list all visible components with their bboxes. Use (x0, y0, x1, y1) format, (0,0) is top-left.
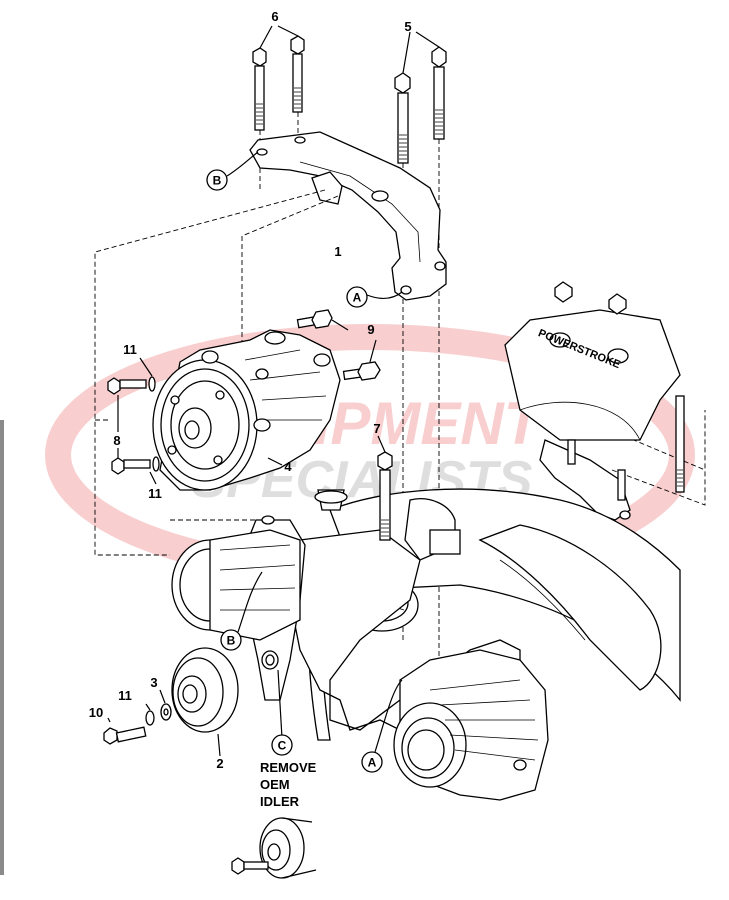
callout-a-top: A (346, 286, 403, 308)
spacer-washer-bolt (103, 689, 172, 745)
alternator (393, 649, 549, 801)
left-edge-bar (0, 420, 4, 875)
label-5: 5 (404, 19, 411, 34)
bolts-9 (296, 309, 381, 381)
note-line-2: OEM (260, 777, 290, 792)
part-number-labels: 6 5 1 9 11 8 7 4 11 3 11 10 2 (89, 9, 412, 771)
remove-oem-idler-note: REMOVE OEM IDLER (260, 760, 317, 809)
callout-b-bottom: B (220, 571, 263, 651)
label-10: 10 (89, 705, 103, 720)
oem-idler-removed (231, 817, 317, 879)
label-11-mid: 11 (148, 486, 162, 501)
label-3: 3 (150, 675, 157, 690)
label-6: 6 (271, 9, 278, 24)
idler-pulley-2 (171, 647, 239, 757)
label-4: 4 (284, 459, 292, 474)
svg-text:A: A (353, 291, 362, 305)
note-line-3: IDLER (260, 794, 300, 809)
bolt-pair-6 (252, 25, 305, 152)
ac-compressor-4 (152, 329, 341, 491)
mounting-bracket-1 (249, 131, 447, 301)
callout-a-bottom: A (361, 679, 403, 773)
label-11-lower: 11 (118, 688, 132, 703)
engine-cover: POWERSTROKE (504, 281, 685, 521)
label-7: 7 (373, 421, 380, 436)
bolt-7 (377, 435, 393, 541)
note-line-1: REMOVE (260, 760, 317, 775)
label-11-upper: 11 (123, 342, 137, 357)
label-1: 1 (334, 244, 341, 259)
svg-text:B: B (227, 634, 236, 648)
label-8: 8 (113, 433, 120, 448)
callout-c: C (271, 734, 293, 756)
callout-b-top: B (206, 151, 259, 191)
bolts-8-and-washers-11 (107, 357, 160, 485)
installed-compressor (171, 529, 301, 641)
label-9: 9 (367, 322, 374, 337)
svg-text:C: C (278, 739, 287, 753)
svg-text:B: B (213, 174, 222, 188)
label-2: 2 (216, 756, 223, 771)
svg-text:A: A (368, 756, 377, 770)
